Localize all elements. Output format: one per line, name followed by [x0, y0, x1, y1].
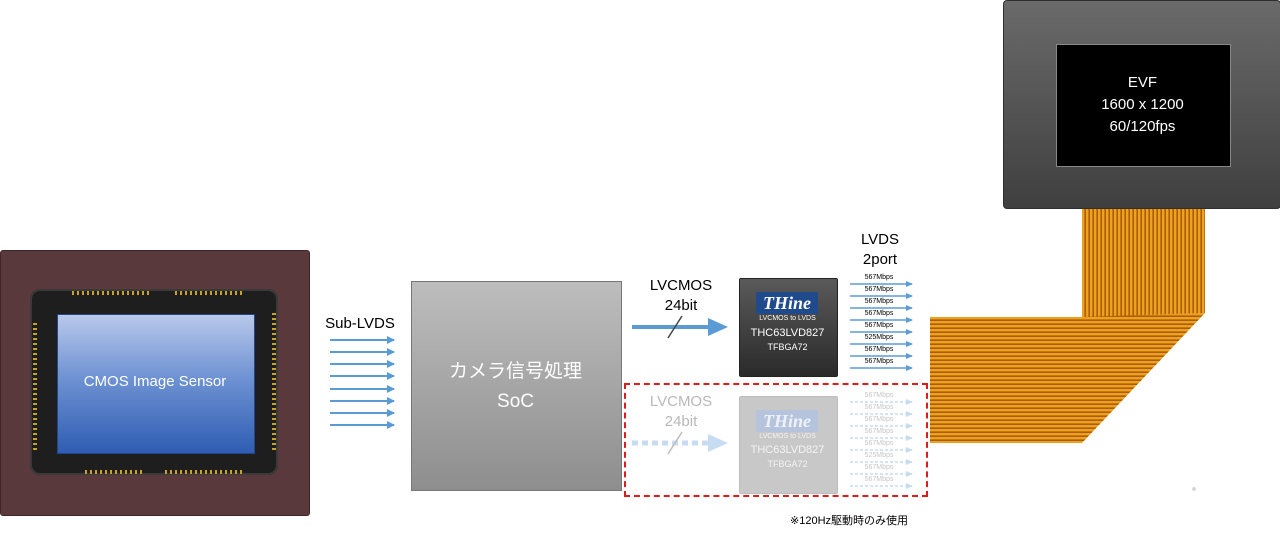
evf-line3: 60/120fps [1109, 118, 1176, 135]
lvds-rate: 567Mbps [864, 310, 894, 317]
lvds-optional-rate: 567Mbps [864, 392, 894, 399]
lvds-optional-rate: 567Mbps [864, 428, 894, 435]
bus-slash [667, 315, 683, 339]
lvds-active-arrows [850, 281, 913, 371]
flex-cable [930, 205, 1205, 443]
lvds-optional-outputs: 567Mbps 567Mbps 567Mbps 567Mbps 567Mbps … [848, 390, 914, 490]
soc-block [411, 281, 622, 491]
evf-line1: EVF [1127, 74, 1158, 91]
thine-logo-optional: THine [756, 410, 818, 432]
chip-optional-part: THC63LVD827 [750, 444, 825, 456]
chip-optional-package: TFBGA72 [767, 459, 808, 469]
evf-screen [1056, 44, 1231, 167]
sensor-pins-top-right [175, 291, 245, 295]
optional-120hz-region [624, 383, 928, 497]
lvds-rate: 567Mbps [864, 274, 894, 281]
lvds-optional-arrows [850, 399, 913, 489]
lvcmos-active-line2: 24bit [664, 297, 698, 314]
lvds-optional-rate: 567Mbps [864, 476, 894, 483]
lvcmos-active-line1: LVCMOS [649, 277, 713, 294]
soc-label-line2: SoC [497, 391, 534, 412]
sensor-pins-bottom-right [165, 470, 245, 474]
footnote: ※120Hz駆動時のみ使用 [790, 515, 909, 527]
lvds-output-line2: 2port [862, 251, 898, 268]
lvds-rate: 567Mbps [864, 298, 894, 305]
lvds-rate: 567Mbps [864, 322, 894, 329]
sensor-pins-bottom-left [85, 470, 145, 474]
lvds-optional-rate: 567Mbps [864, 416, 894, 423]
lvds-optional-rate: 567Mbps [864, 464, 894, 471]
sub-lvds-arrows [330, 336, 395, 429]
chip-active-package: TFBGA72 [767, 342, 808, 352]
chip-active-subtitle: LVCMOS to LVDS [759, 315, 816, 322]
soc-label-line1: カメラ信号処理 [448, 361, 582, 382]
lvcmos-optional-line1: LVCMOS [649, 393, 713, 410]
lvds-rate: 567Mbps [864, 346, 894, 353]
lvds-optional-rate: 525Mbps [864, 452, 894, 459]
sub-lvds-label: Sub-LVDS [325, 315, 395, 332]
lvcmos-optional-arrow [632, 431, 728, 455]
cmos-sensor-die [57, 314, 255, 454]
soc-label: カメラ信号処理 SoC [411, 357, 620, 417]
thine-chip-optional [739, 396, 838, 494]
lvds-output-line1: LVDS [860, 231, 900, 248]
lvds-optional-rate: 567Mbps [864, 404, 894, 411]
chip-optional-subtitle: LVCMOS to LVDS [759, 433, 816, 440]
lvcmos-active-label: LVCMOS 24bit [636, 276, 726, 316]
lvds-rate: 567Mbps [864, 286, 894, 293]
lvds-rate: 567Mbps [864, 358, 894, 365]
lvcmos-optional-label: LVCMOS 24bit [636, 392, 726, 432]
bus-slash-optional [667, 431, 683, 455]
sub-lvds-arrow-group [330, 336, 395, 429]
lvcmos-active-arrow [632, 315, 728, 339]
cmos-sensor-label: CMOS Image Sensor [83, 373, 227, 390]
chip-active-part: THC63LVD827 [750, 327, 825, 339]
lvds-rate: 525Mbps [864, 334, 894, 341]
lvds-output-label: LVDS 2port [840, 230, 920, 270]
sensor-pins-right [272, 310, 276, 450]
lvds-active-outputs: 567Mbps 567Mbps 567Mbps 567Mbps 567Mbps … [848, 272, 914, 372]
lvcmos-optional-line2: 24bit [664, 413, 698, 430]
sensor-pins-left [33, 320, 37, 450]
evf-line2: 1600 x 1200 [1101, 96, 1184, 113]
thine-logo-active: THine [756, 292, 818, 314]
dot-marker [1192, 487, 1196, 491]
evf-label: EVF 1600 x 1200 60/120fps [1056, 72, 1229, 138]
lvds-optional-rate: 567Mbps [864, 440, 894, 447]
sensor-pins-top-left [72, 291, 152, 295]
flex-cable-vertical [1082, 205, 1205, 317]
